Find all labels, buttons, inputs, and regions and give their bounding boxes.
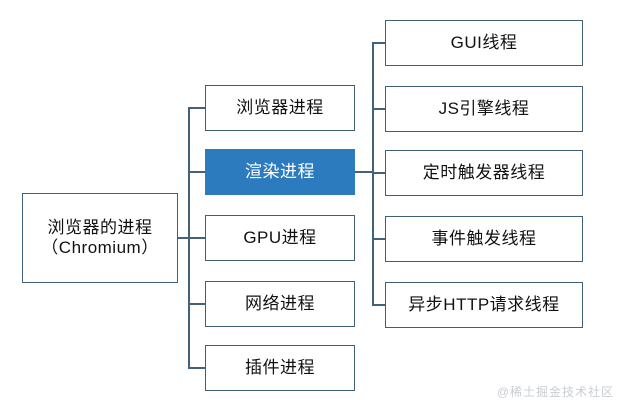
node-process-network[interactable]: 网络进程 <box>205 281 355 327</box>
node-thread-gui[interactable]: GUI线程 <box>385 20 583 66</box>
node-process-browser[interactable]: 浏览器进程 <box>205 85 355 131</box>
edge-render-to-thread-trunk <box>355 171 373 173</box>
edge-trunk-to-thread-3 <box>372 238 386 240</box>
node-process-plugin[interactable]: 插件进程 <box>205 345 355 391</box>
node-thread-timer[interactable]: 定时触发器线程 <box>385 150 583 196</box>
thread-trunk-line <box>372 43 374 305</box>
node-process-renderer[interactable]: 渲染进程 <box>205 149 355 195</box>
watermark: @稀土掘金技术社区 <box>496 385 614 399</box>
node-process-gpu[interactable]: GPU进程 <box>205 215 355 261</box>
edge-trunk-to-process-2 <box>188 237 206 239</box>
edge-trunk-to-process-1 <box>188 171 206 173</box>
edge-trunk-to-thread-1 <box>372 108 386 110</box>
node-root-browser-process[interactable]: 浏览器的进程 （Chromium） <box>22 193 178 283</box>
node-thread-js-engine[interactable]: JS引擎线程 <box>385 86 583 132</box>
edge-trunk-to-thread-2 <box>372 172 386 174</box>
edge-root-to-process-trunk <box>178 237 189 239</box>
edge-trunk-to-process-3 <box>188 303 206 305</box>
node-thread-async-http[interactable]: 异步HTTP请求线程 <box>385 282 583 328</box>
node-thread-event[interactable]: 事件触发线程 <box>385 216 583 262</box>
edge-trunk-to-thread-4 <box>372 304 386 306</box>
edge-trunk-to-thread-0 <box>372 42 386 44</box>
edge-trunk-to-process-0 <box>188 107 206 109</box>
edge-trunk-to-process-4 <box>188 367 206 369</box>
